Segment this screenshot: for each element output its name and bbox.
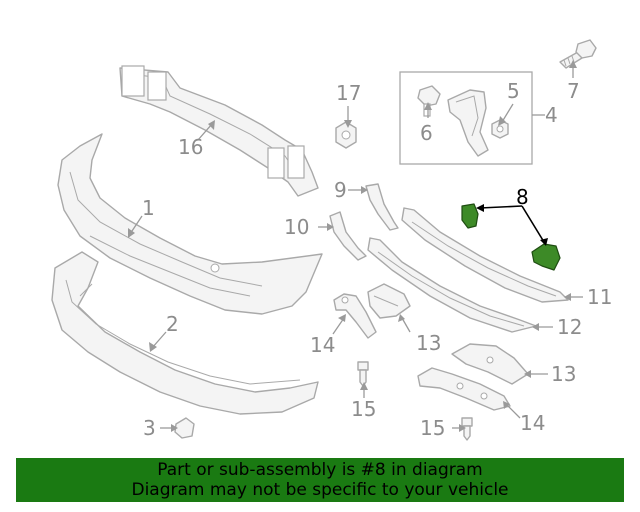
screw-15-left-part (357, 361, 369, 387)
callout-4: 4 (545, 103, 558, 127)
parts-diagram: 1 2 3 4 5 6 7 8 9 10 11 12 13 13 14 14 1… (51, 39, 612, 441)
side-bracket-9-part (365, 183, 399, 231)
bracket-14-left-part (333, 293, 377, 339)
callout-16: 16 (178, 135, 203, 159)
bracket-assembly-box (399, 71, 533, 165)
upper-strip-part (401, 207, 569, 303)
callout-13a: 13 (416, 331, 441, 355)
screw-15-right-part (461, 417, 473, 441)
tow-hook-cap-part (174, 417, 195, 439)
leader-arrowheads (128, 60, 577, 432)
sensor-bracket-13-left-part (367, 283, 411, 319)
callout-2: 2 (166, 312, 179, 336)
callout-17: 17 (336, 81, 361, 105)
callout-14b: 14 (520, 411, 545, 435)
banner-line-1: Part or sub-assembly is #8 in diagram (157, 460, 483, 480)
callout-9: 9 (334, 178, 347, 202)
callout-labels: 1 2 3 4 5 6 7 8 9 10 11 12 13 13 14 14 1… (142, 79, 612, 440)
side-bracket-10-part (329, 211, 367, 261)
callout-3: 3 (143, 416, 156, 440)
reinforcement-beam-part (119, 65, 319, 197)
callout-1: 1 (142, 196, 155, 220)
part-8-leaders (476, 204, 548, 246)
callout-11: 11 (587, 285, 612, 309)
callout-6: 6 (420, 121, 433, 145)
nut-part (335, 121, 357, 149)
callout-8: 8 (516, 185, 529, 209)
banner-line-2: Diagram may not be specific to your vehi… (131, 480, 509, 500)
bracket-14-right-part (417, 367, 511, 411)
bumper-cover-part (57, 133, 323, 315)
callout-13b: 13 (551, 362, 576, 386)
callout-14a: 14 (310, 333, 335, 357)
callout-7: 7 (567, 79, 580, 103)
callout-15a: 15 (351, 397, 376, 421)
info-banner: Part or sub-assembly is #8 in diagram Di… (16, 458, 624, 502)
callout-15b: 15 (420, 416, 445, 440)
bolt-part (559, 39, 597, 69)
callout-12: 12 (557, 315, 582, 339)
callout-10: 10 (284, 215, 309, 239)
callout-5: 5 (507, 79, 520, 103)
lower-bumper-part (51, 251, 319, 415)
